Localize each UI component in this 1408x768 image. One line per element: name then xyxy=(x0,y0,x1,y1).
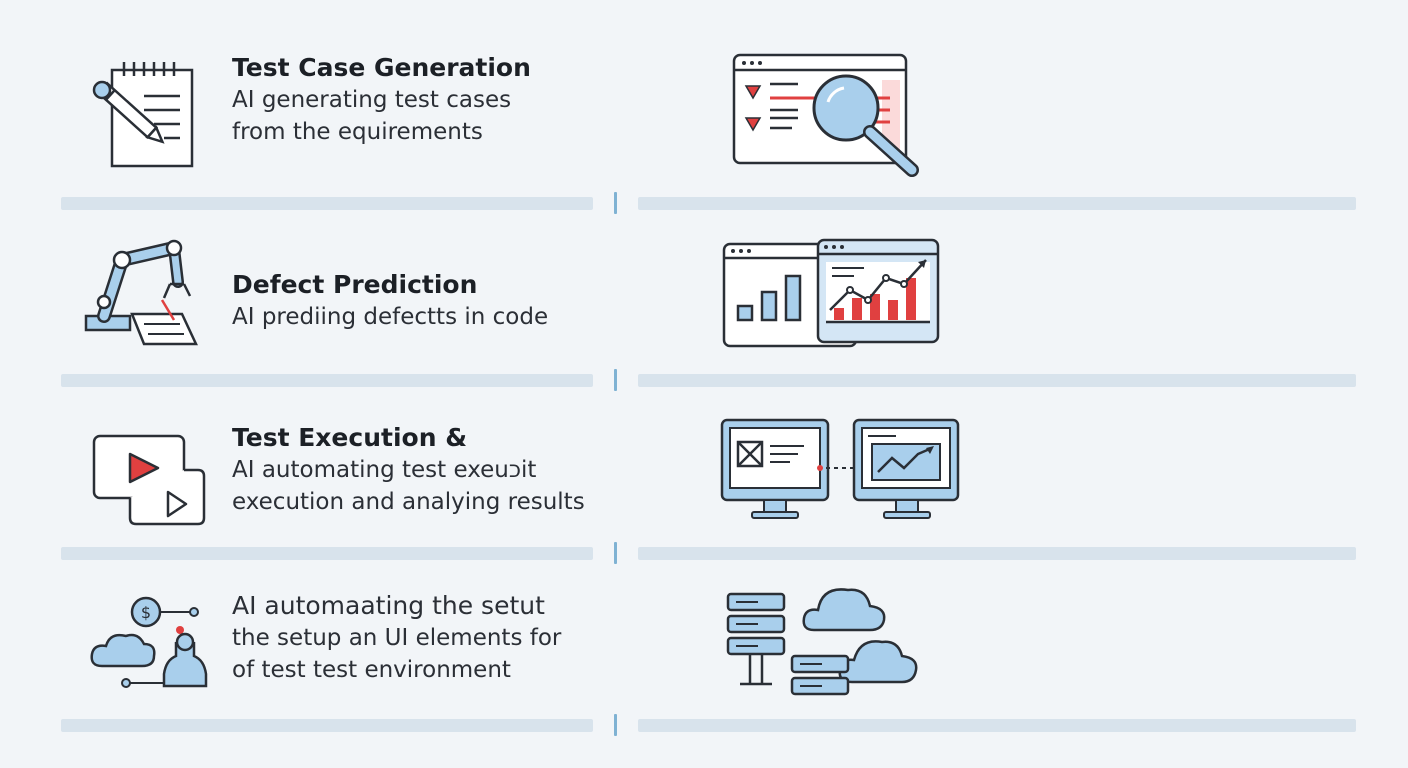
text-block: AI automaating the setut the setup an UI… xyxy=(232,590,561,686)
row-title: Defect Prediction xyxy=(232,270,478,299)
row-desc-line: AI generating test cases xyxy=(232,87,512,113)
cloud-network-icon: $ xyxy=(88,594,212,698)
text-block: Test Execution & AI automating test exeu… xyxy=(232,422,585,518)
row-desc-line: from the equirements xyxy=(232,119,483,145)
row-title: Test Case Generation xyxy=(232,53,531,82)
text-block: Test Case Generation AI generating test … xyxy=(232,52,531,148)
dashboard-charts-icon xyxy=(722,238,944,354)
play-windows-icon xyxy=(92,434,208,532)
row-desc-line: execution and analying results xyxy=(232,489,585,515)
browser-magnifier-icon xyxy=(732,52,927,184)
divider-tick xyxy=(614,542,617,564)
svg-text:$: $ xyxy=(141,603,151,622)
divider-left xyxy=(61,374,593,387)
row-desc-line: the setup an UI elements for xyxy=(232,625,562,651)
divider-left xyxy=(61,547,593,560)
divider-right xyxy=(638,374,1356,387)
row-desc-line: of test test environment xyxy=(232,657,511,683)
servers-clouds-icon xyxy=(724,578,924,704)
divider-right xyxy=(638,197,1356,210)
divider-left xyxy=(61,197,593,210)
row-desc-line: AI automating test exeuכit xyxy=(232,457,537,483)
divider-right xyxy=(638,547,1356,560)
robot-arm-icon xyxy=(84,239,204,356)
divider-tick xyxy=(614,192,617,214)
divider-left xyxy=(61,719,593,732)
notepad-pencil-icon xyxy=(84,60,204,176)
divider-tick xyxy=(614,714,617,736)
divider-right xyxy=(638,719,1356,732)
row-desc-line: AI automaating the setut xyxy=(232,591,545,620)
row-desc-line: AI prediing defectts in code xyxy=(232,304,549,330)
divider-tick xyxy=(614,369,617,391)
text-block: Defect Prediction AI prediing defectts i… xyxy=(232,269,548,333)
row-title: Test Execution & xyxy=(232,423,467,452)
two-monitors-icon xyxy=(720,418,964,526)
